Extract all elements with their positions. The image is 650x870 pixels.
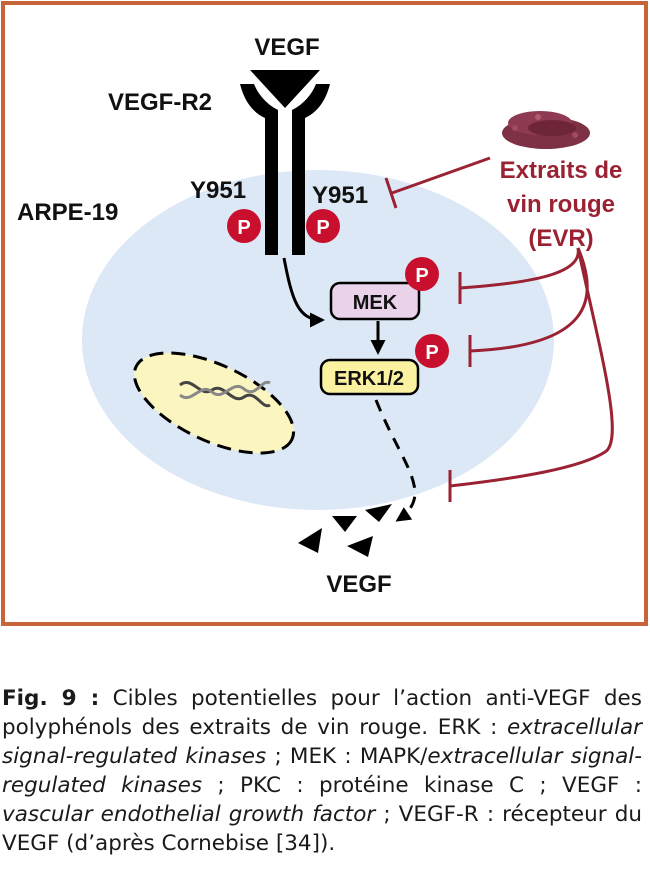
vegf-ligand-icon: [250, 70, 320, 108]
phospho-erk: P: [415, 334, 449, 368]
svg-text:P: P: [425, 342, 438, 364]
figure-caption: Fig. 9 : Cibles potentielles pour l’acti…: [2, 684, 642, 858]
inhibition-lines: [384, 156, 614, 502]
evr-label-1: Extraits de: [500, 157, 623, 184]
phospho-receptor-right: P: [306, 209, 340, 243]
mek-box: [329, 281, 421, 321]
site-left-label: Y951: [190, 177, 246, 204]
phospho-receptor-left: P: [227, 209, 261, 243]
figure-diagram: VEGF VEGF-R2 ARPE-19 Y951 Y951 P P MEK P…: [1, 1, 648, 626]
svg-text:P: P: [237, 217, 250, 239]
receptor-label: VEGF-R2: [108, 89, 212, 116]
caption-text-4: ; VEGF-R : récepteur du VEGF (d’après Co…: [2, 801, 642, 856]
evr-label-3: (EVR): [528, 225, 593, 252]
evr-extract-image: [502, 111, 590, 149]
cell-line-label: ARPE-19: [17, 199, 118, 226]
vegf-receptor-icon: [240, 84, 330, 255]
erk-box: [319, 358, 420, 396]
svg-text:P: P: [415, 265, 428, 287]
vegf-secreted-icon: [298, 504, 392, 557]
vegf-top-label: VEGF: [254, 34, 319, 61]
arrow-receptor-to-mek: [282, 257, 325, 328]
svg-text:P: P: [316, 217, 329, 239]
evr-label-2: vin rouge: [507, 191, 615, 218]
caption-italic-2: extracellular signal-regulated kinases: [2, 743, 643, 798]
vegf-bottom-label: VEGF: [326, 571, 391, 598]
caption-text-1: Cibles potentielles pour l’action anti-V…: [2, 685, 642, 740]
caption-text-3: ; PKC : protéine kinase C ; VEGF :: [202, 772, 643, 798]
erk-label: ERK1/2: [334, 368, 404, 390]
caption-text-2: ; MEK : MAPK/: [266, 743, 428, 769]
arrow-erk-to-vegf: [374, 399, 417, 522]
nucleus-icon: [132, 351, 296, 455]
caption-label: Fig. 9 :: [2, 685, 100, 711]
mek-label: MEK: [353, 292, 398, 314]
caption-italic-1: extracellular signal-regulated kinases: [2, 714, 642, 769]
phospho-mek: P: [405, 257, 439, 291]
caption-italic-3: vascular endothelial growth factor: [2, 801, 376, 827]
site-right-label: Y951: [312, 182, 368, 209]
